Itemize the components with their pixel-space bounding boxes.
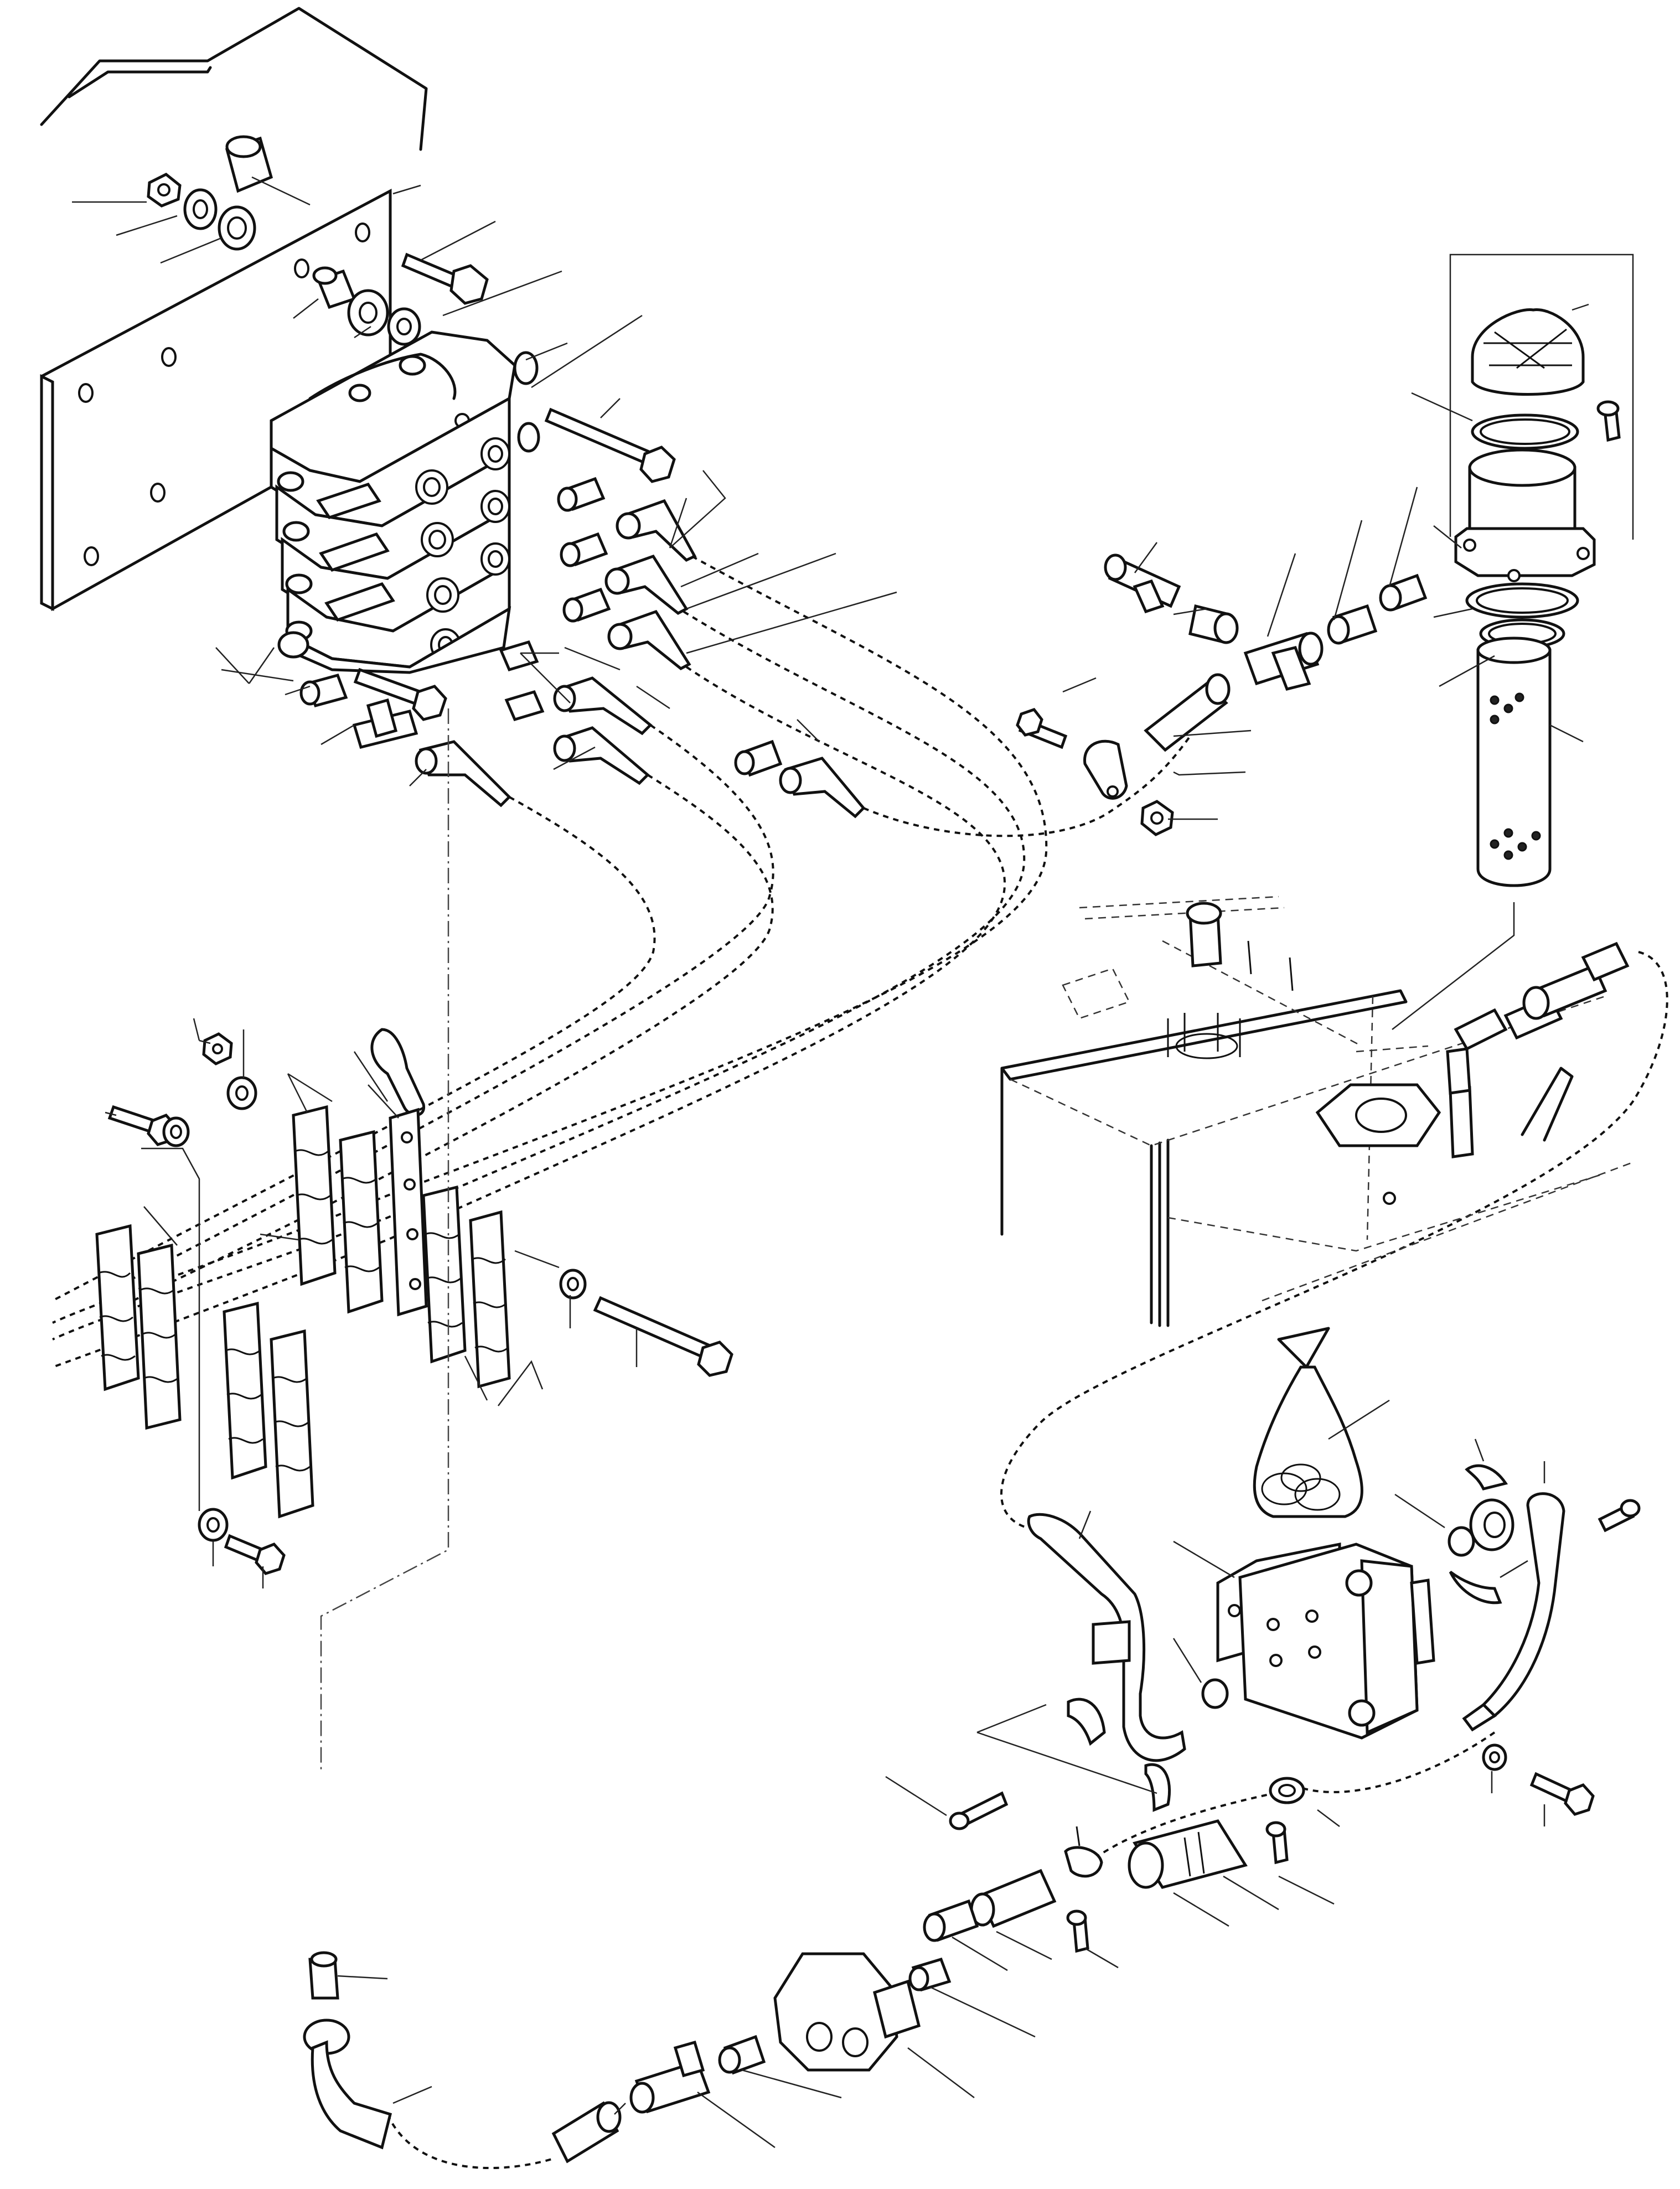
pump-o-ring-1 xyxy=(1448,1526,1475,1557)
filler-cap xyxy=(1471,308,1585,396)
centre-line xyxy=(320,708,449,1771)
hose-end-lower-a xyxy=(415,740,511,808)
return-bolt xyxy=(1529,1772,1595,1816)
pressure-switch-adapter xyxy=(308,1951,339,2000)
clip-screw-lower-right xyxy=(1265,1821,1289,1865)
clamp-washer-upper xyxy=(226,1076,257,1110)
adapter-c xyxy=(734,739,783,777)
suction-screw xyxy=(949,1791,1009,1830)
hose-clip-lower xyxy=(1064,1826,1103,1878)
hose-end-3 xyxy=(607,609,691,670)
clamp-half-5 xyxy=(223,1301,267,1480)
flange-adapter xyxy=(1469,1498,1514,1551)
body-outline xyxy=(40,7,428,151)
clamp-washer-right xyxy=(559,1269,587,1300)
flange-half-lower xyxy=(1449,1570,1502,1605)
adapter-upper-right-2 xyxy=(1379,573,1428,612)
protective-sleeve xyxy=(1128,1819,1248,1889)
neck-gasket xyxy=(1465,582,1579,619)
adapter-fitting-1 xyxy=(908,1957,952,1992)
clip-screw-lower xyxy=(1066,1909,1089,1953)
plate-bolt xyxy=(401,252,489,305)
plate-washer-1 xyxy=(183,188,218,230)
adapter-pressure xyxy=(923,1899,979,1942)
tie-rod-bolt-lower xyxy=(353,667,447,721)
return-washer xyxy=(1482,1743,1507,1771)
hydraulic-tank xyxy=(1000,896,1634,1327)
parts-bag xyxy=(1253,1327,1363,1518)
fitting-adapter-a xyxy=(299,673,348,708)
tee-fitting-mid xyxy=(1243,632,1324,691)
clip-bolt-upper xyxy=(1016,708,1068,749)
port-adapter-3 xyxy=(562,587,611,623)
plate-washer-2 xyxy=(218,205,256,251)
suction-flange-upper xyxy=(1067,1698,1106,1746)
hose-end-d xyxy=(779,757,866,819)
tee-fitting-a xyxy=(352,698,418,749)
spring-clip xyxy=(370,1028,425,1116)
adapter-fitting-2 xyxy=(718,2035,766,2075)
clamp-washer-lower xyxy=(198,1508,229,1542)
clamp-half-6 xyxy=(270,1329,314,1519)
filler-gasket xyxy=(1471,413,1579,450)
elbow-adapter-upper xyxy=(1188,604,1239,644)
flange-screw-upper xyxy=(1598,1499,1641,1533)
filler-neck xyxy=(1454,448,1596,582)
hose-clip-lower-right xyxy=(1269,1777,1305,1804)
hose-end-pressure xyxy=(970,1869,1057,1928)
hose-end-upper-right xyxy=(1144,673,1231,752)
suction-flange-lower xyxy=(1144,1763,1171,1812)
port-adapter-1 xyxy=(557,477,606,512)
plate-nut xyxy=(147,173,182,208)
clamp-bolt-lower xyxy=(224,1534,286,1575)
plate-spacer-sleeve xyxy=(225,135,273,193)
port-adapter-2 xyxy=(560,532,608,567)
rubber-bushing xyxy=(347,289,389,337)
flange-half-upper xyxy=(1465,1464,1508,1491)
clamp-washer-upper-2 xyxy=(162,1116,190,1147)
strainer-basket xyxy=(1476,636,1552,887)
bent-tube-end xyxy=(303,2019,392,2150)
clamp-half-8 xyxy=(469,1210,511,1389)
clamp-half-1 xyxy=(95,1224,140,1391)
clip-nut-upper xyxy=(1140,800,1174,836)
hose-end-b xyxy=(553,676,653,736)
clamp-half-3 xyxy=(292,1105,337,1286)
strainer-leader xyxy=(1392,902,1515,1030)
filler-screw xyxy=(1596,400,1621,442)
clamp-strap xyxy=(389,1108,428,1317)
control-valve-block xyxy=(270,330,540,674)
suction-tube xyxy=(1027,1513,1186,1762)
washer-3 xyxy=(387,307,421,346)
clamp-long-bolt xyxy=(593,1296,733,1377)
filler-group-bracket xyxy=(1449,253,1634,540)
clip-bracket-upper xyxy=(1083,739,1128,800)
leader-lines xyxy=(72,176,1589,2149)
clamp-half-4 xyxy=(339,1130,384,1314)
hose-end-2 xyxy=(604,554,689,615)
return-tube xyxy=(1462,1492,1565,1732)
tee-fitting-upper xyxy=(1104,553,1181,614)
clamp-nut-upper xyxy=(202,1032,233,1065)
hydraulic-hoses xyxy=(52,555,1668,2170)
clamp-half-7 xyxy=(422,1185,467,1364)
pump-o-ring-2 xyxy=(1201,1678,1229,1709)
hose-end-1 xyxy=(616,499,697,562)
mounting-plate xyxy=(40,188,392,612)
tie-rod-bolt-upper xyxy=(544,407,676,483)
adapter-b xyxy=(499,640,545,722)
tee-fitting-lower xyxy=(629,2040,711,2114)
hose-end-c xyxy=(553,726,650,785)
adapter-upper-right-1 xyxy=(1327,604,1378,645)
hose-end-lower-b xyxy=(551,2101,622,2164)
pressure-manifold-block xyxy=(773,1952,921,2072)
clamp-half-2 xyxy=(137,1243,182,1430)
gear-pump xyxy=(1216,1542,1435,1740)
